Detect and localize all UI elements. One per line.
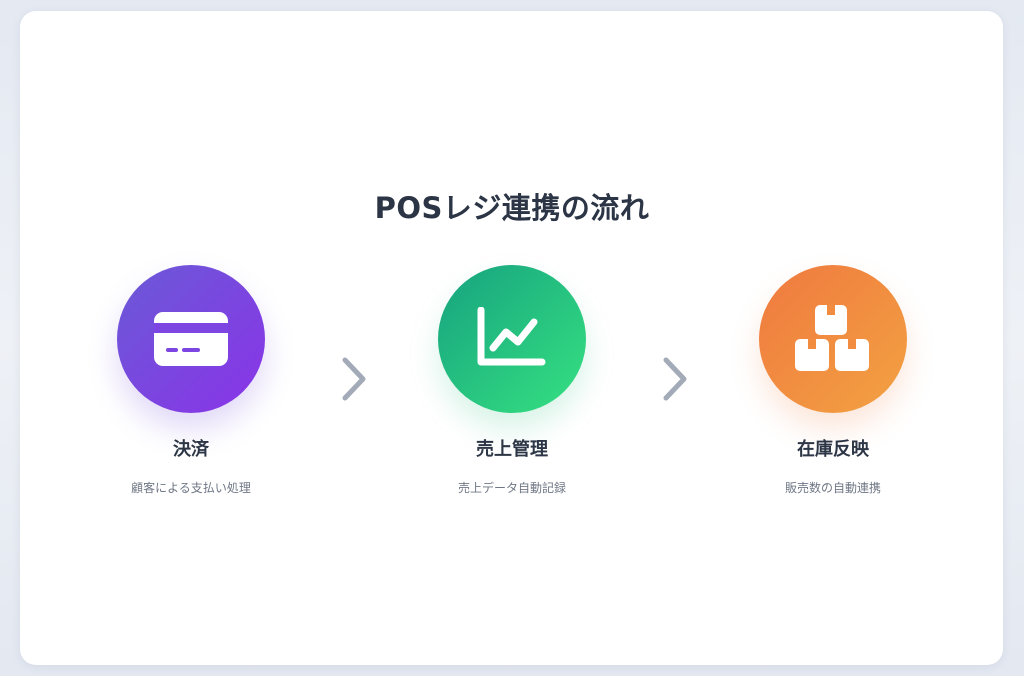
line-chart-icon	[477, 307, 546, 366]
chevron-right-icon	[663, 357, 687, 401]
step-circle-inventory	[759, 265, 907, 413]
step-label: 決済	[173, 439, 209, 460]
step-description: 売上データ自動記録	[457, 481, 566, 495]
flow-step-payment: 決済 顧客による支払い処理	[71, 265, 311, 497]
step-circle-payment	[117, 265, 265, 413]
credit-card-icon	[154, 312, 228, 366]
step-description: 販売数の自動連携	[784, 481, 881, 495]
step-label: 売上管理	[476, 439, 548, 460]
step-circle-sales	[438, 265, 586, 413]
boxes-icon	[795, 305, 869, 371]
flow-step-inventory: 在庫反映 販売数の自動連携	[713, 265, 953, 497]
step-description: 顧客による支払い処理	[131, 481, 251, 495]
chevron-right-icon	[342, 357, 366, 401]
page-title: POSレジ連携の流れ	[374, 191, 650, 225]
step-label: 在庫反映	[797, 439, 869, 460]
flow-step-sales: 売上管理 売上データ自動記録	[392, 265, 632, 497]
